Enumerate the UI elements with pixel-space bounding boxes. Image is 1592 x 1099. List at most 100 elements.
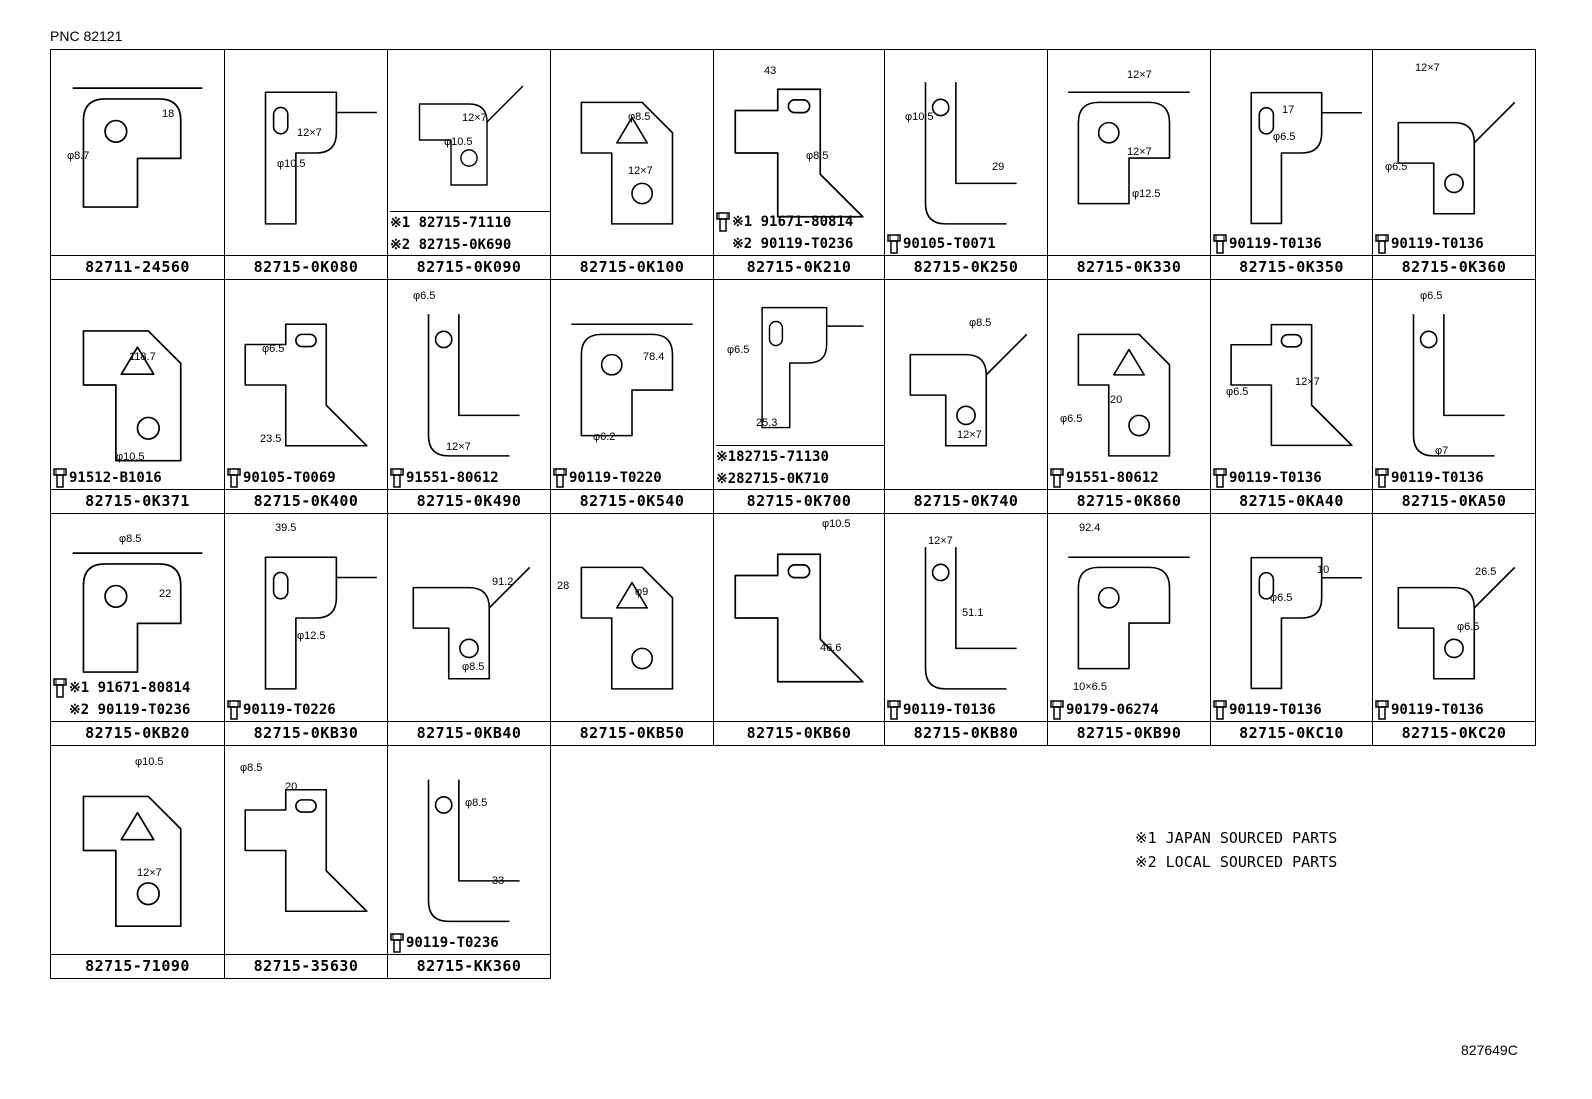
part-drawing bbox=[1211, 514, 1372, 722]
part-drawing-icon bbox=[264, 556, 377, 690]
dimension-label: φ6.5 bbox=[727, 344, 750, 356]
part-drawing-icon bbox=[1397, 101, 1516, 215]
part-drawing-icon bbox=[924, 547, 1017, 690]
dimension-label: 12×7 bbox=[1127, 69, 1152, 81]
dimension-label: 12×7 bbox=[1127, 146, 1152, 158]
dimension-label: φ6.5 bbox=[1420, 290, 1443, 302]
dimension-label: 33 bbox=[492, 875, 505, 887]
part-drawing bbox=[388, 746, 550, 955]
bolt-part-number: ※2 90119-T0236 bbox=[732, 236, 854, 252]
part-drawing bbox=[551, 280, 713, 490]
dimension-label: 12×7 bbox=[297, 127, 322, 139]
dimension-label: 17 bbox=[1282, 104, 1295, 116]
dimension-label: 78.4 bbox=[643, 351, 665, 363]
dimension-label: 28 bbox=[557, 580, 570, 592]
alternate-part-number: ※282715-0K710 bbox=[716, 471, 829, 487]
part-drawing-icon bbox=[734, 553, 864, 683]
part-drawing-icon bbox=[264, 91, 377, 225]
part-drawing-icon bbox=[1230, 323, 1353, 447]
part-drawing bbox=[714, 280, 884, 446]
part-number: 82715-0K860 bbox=[1048, 489, 1210, 513]
part-drawing-icon bbox=[580, 101, 674, 225]
part-number: 82715-0K700 bbox=[714, 489, 884, 513]
dimension-label: φ12.5 bbox=[1132, 188, 1161, 200]
bolt-part-number: 90119-T0136 bbox=[1375, 699, 1484, 721]
part-drawing bbox=[225, 746, 387, 955]
dimension-label: 43 bbox=[764, 65, 777, 77]
part-drawing bbox=[885, 280, 1047, 490]
part-number: 82715-0KB20 bbox=[51, 721, 224, 745]
part-number: 82715-0K360 bbox=[1373, 255, 1535, 279]
part-drawing-icon bbox=[734, 88, 864, 218]
part-drawing-icon bbox=[72, 552, 203, 673]
part-drawing-icon bbox=[244, 788, 368, 913]
part-drawing bbox=[1048, 514, 1210, 722]
dimension-label: φ8.5 bbox=[240, 762, 263, 774]
alternate-part-number: ※182715-71130 bbox=[716, 445, 884, 468]
dimension-label: φ6.5 bbox=[1270, 592, 1293, 604]
part-number: 82715-0K080 bbox=[225, 255, 387, 279]
legend: ※1 JAPAN SOURCED PARTS ※2 LOCAL SOURCED … bbox=[1135, 826, 1337, 874]
part-drawing bbox=[51, 280, 224, 490]
bolt-part-number: ※1 91671-80814 bbox=[716, 211, 853, 233]
part-number: 82715-0KB90 bbox=[1048, 721, 1210, 745]
dimension-label: φ6.5 bbox=[1457, 621, 1480, 633]
part-number: 82715-0KA40 bbox=[1211, 489, 1372, 513]
part-number: 82715-0K371 bbox=[51, 489, 224, 513]
dimension-label: 92.4 bbox=[1079, 522, 1101, 534]
part-drawing bbox=[885, 50, 1047, 256]
dimension-label: φ10.5 bbox=[116, 451, 145, 463]
part-drawing-icon bbox=[1068, 556, 1190, 670]
part-drawing bbox=[714, 50, 884, 256]
part-cell[interactable]: 43 φ8.5 ※1 91671-80814 ※2 90119-T0236 82715-… bbox=[713, 49, 885, 280]
dimension-label: φ8.5 bbox=[465, 797, 488, 809]
bolt-part-number: 90119-T0136 bbox=[1375, 467, 1484, 489]
dimension-label: φ9 bbox=[635, 586, 649, 598]
part-drawing bbox=[388, 280, 550, 490]
part-number: 82715-0K210 bbox=[714, 255, 884, 279]
dimension-label: 20 bbox=[285, 781, 298, 793]
part-drawing bbox=[1211, 280, 1372, 490]
dimension-label: 12×7 bbox=[137, 867, 162, 879]
part-drawing-icon bbox=[1077, 333, 1171, 457]
bolt-part-number: 90119-T0136 bbox=[1375, 233, 1484, 255]
dimension-label: φ8.5 bbox=[806, 150, 829, 162]
legend-item-local: ※2 LOCAL SOURCED PARTS bbox=[1135, 853, 1338, 871]
bolt-part-number: 90119-T0220 bbox=[553, 467, 662, 489]
dimension-label: 12×7 bbox=[446, 441, 471, 453]
part-number: 82715-0KA50 bbox=[1373, 489, 1535, 513]
part-number: 82715-0K350 bbox=[1211, 255, 1372, 279]
dimension-label: 10 bbox=[1317, 564, 1330, 576]
part-number: 82715-0KB40 bbox=[388, 721, 550, 745]
part-drawing-icon bbox=[418, 85, 524, 186]
